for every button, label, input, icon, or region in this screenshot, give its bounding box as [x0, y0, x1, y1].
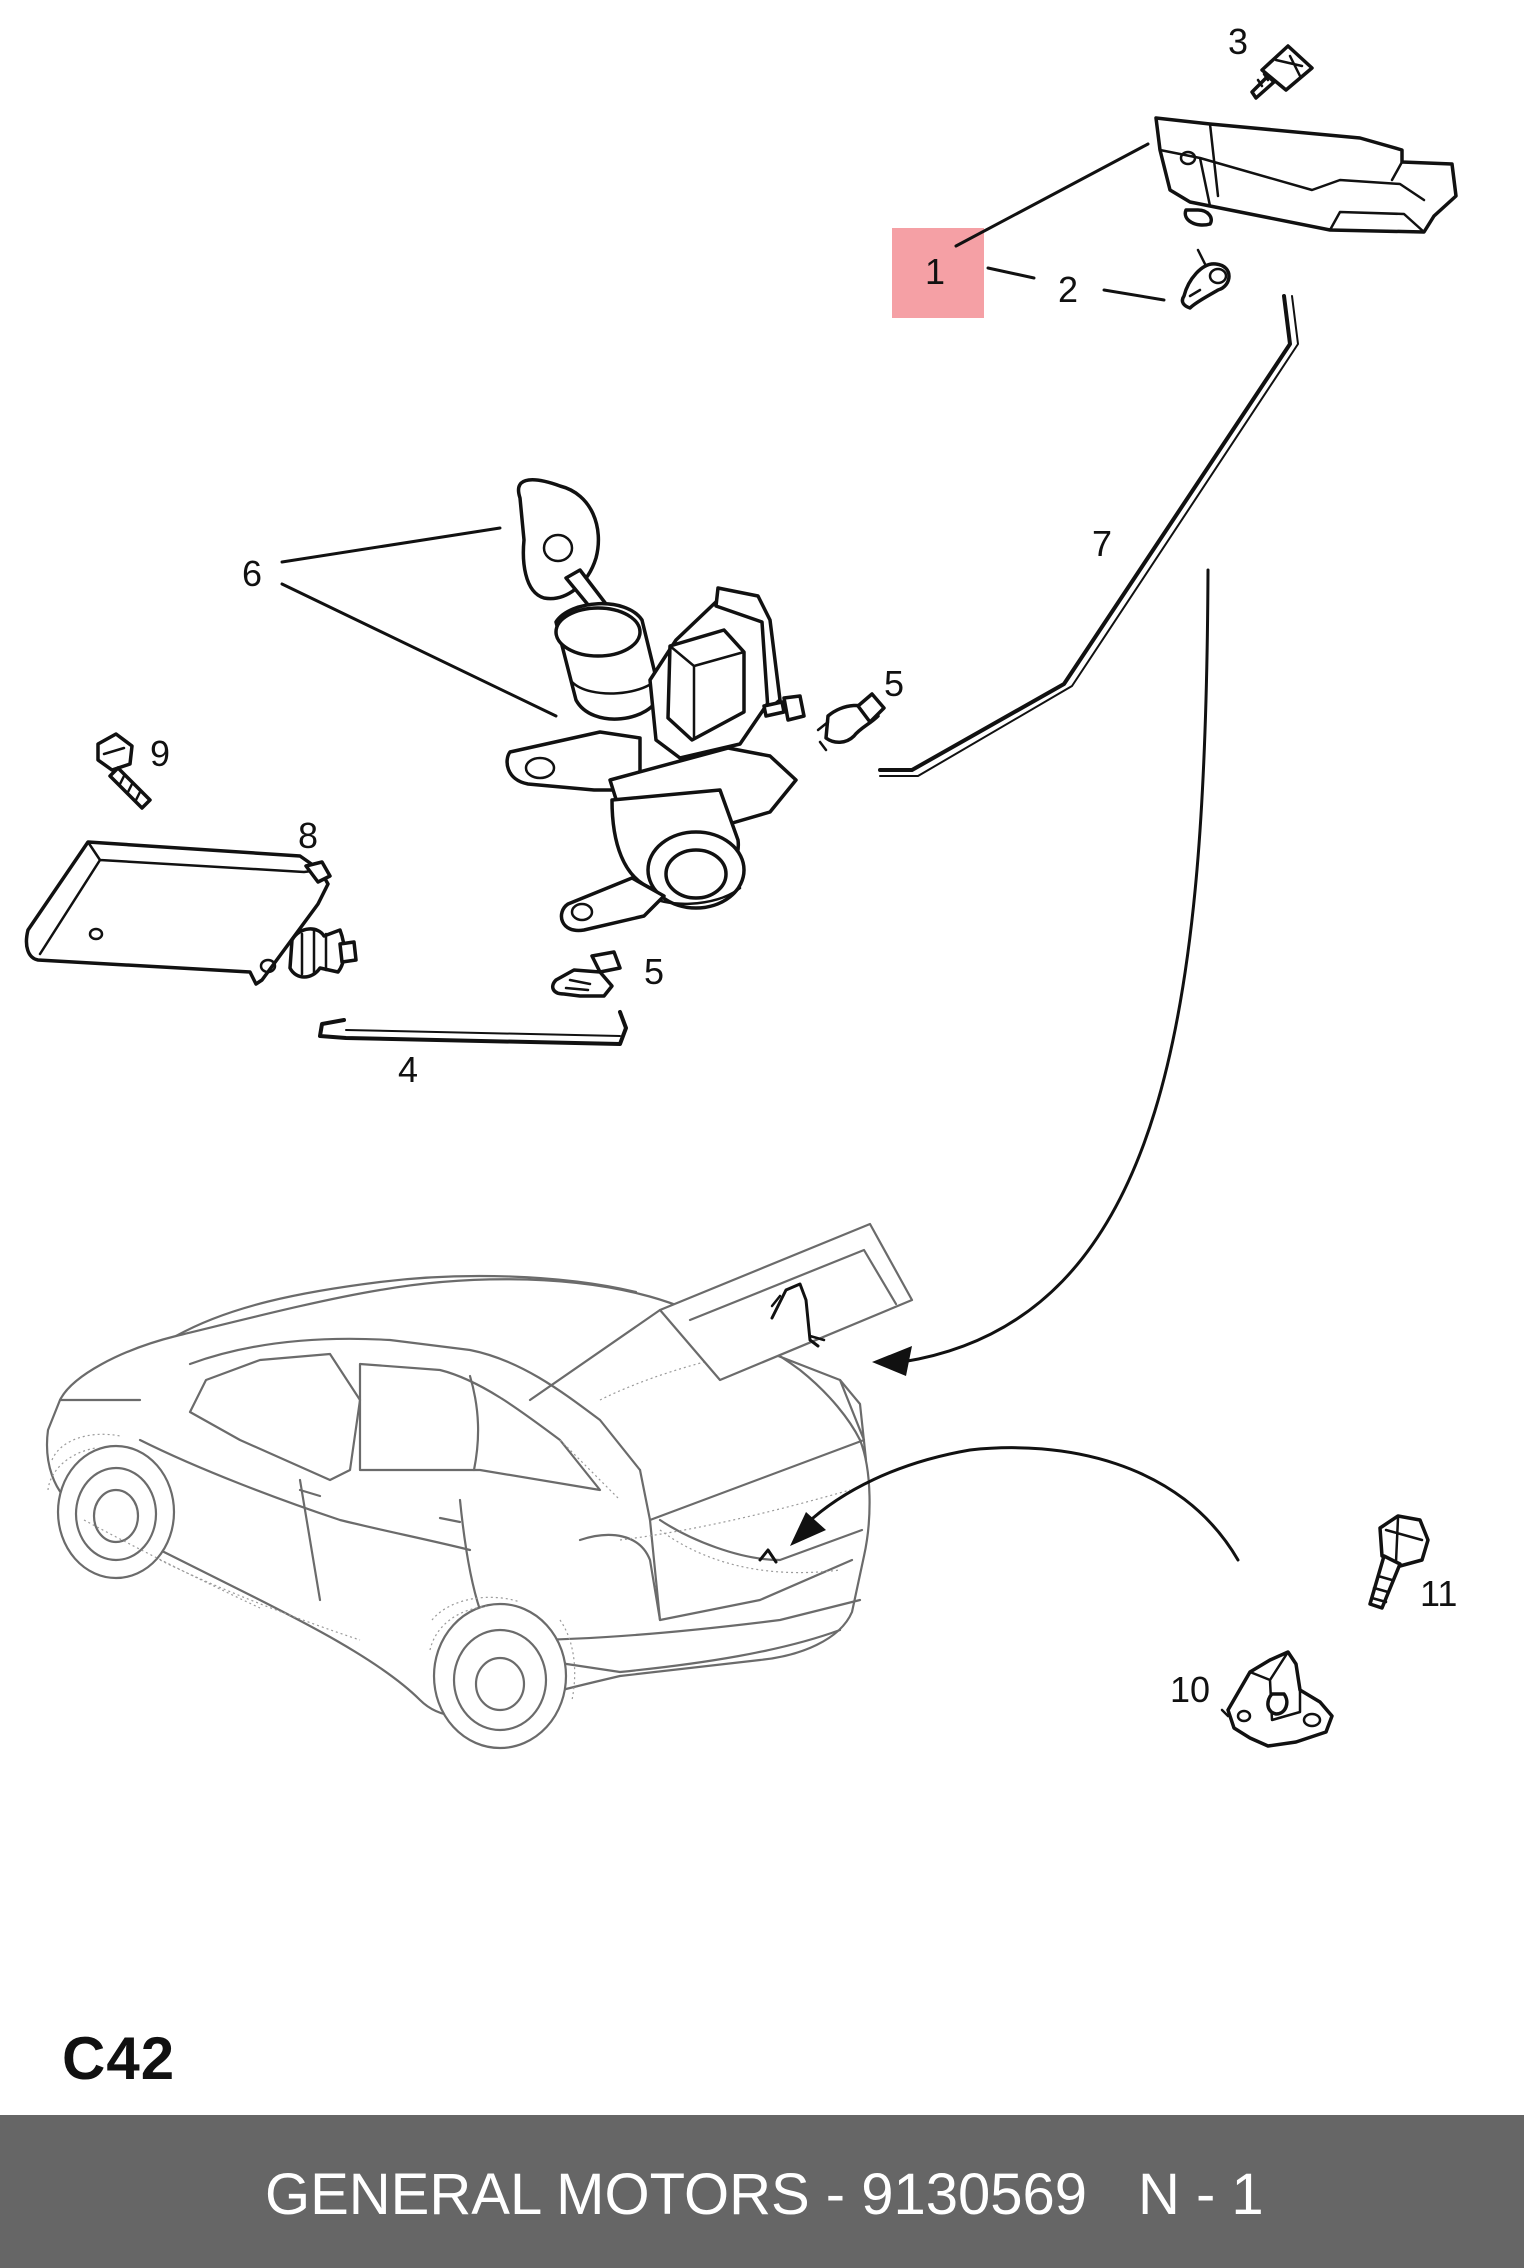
car-illustration — [46, 1222, 914, 1750]
diagram-code: C42 — [62, 2025, 176, 2092]
callout-2: 2 — [1058, 269, 1078, 310]
arrow-to-striker — [798, 1446, 1240, 1562]
bolt-part-9[interactable] — [96, 732, 152, 810]
footer-part-number: GENERAL MOTORS - 9130569 — [265, 2162, 1087, 2227]
leader-1 — [954, 142, 1150, 248]
callout-11: 11 — [1420, 1573, 1457, 1614]
actuator-part-8[interactable] — [24, 840, 358, 986]
clip-part-5-lower[interactable] — [550, 950, 622, 998]
callout-9: 9 — [150, 733, 170, 774]
callout-3: 3 — [1228, 21, 1248, 62]
rod-part-4[interactable] — [318, 1010, 628, 1046]
rod-part-7[interactable] — [878, 294, 1299, 777]
screw-part-3[interactable] — [1250, 44, 1314, 100]
bolt-part-11[interactable] — [1368, 1514, 1430, 1610]
callout-5-upper: 5 — [884, 663, 904, 704]
striker-part-10[interactable] — [1220, 1650, 1334, 1748]
leader-2b — [1102, 288, 1166, 302]
lock-cylinder-part-6[interactable] — [505, 478, 806, 933]
callout-7: 7 — [1092, 523, 1112, 564]
arrow-head-tailgate — [872, 1346, 912, 1376]
callout-5-lower: 5 — [644, 951, 664, 992]
clip-part-5-upper[interactable] — [816, 692, 886, 752]
arrow-head-striker — [790, 1512, 826, 1546]
bracket-part-1[interactable] — [1154, 116, 1458, 234]
callout-1: 1 — [925, 251, 945, 292]
callout-10: 10 — [1170, 1669, 1210, 1710]
callout-6: 6 — [242, 553, 262, 594]
arrow-to-tailgate — [900, 568, 1210, 1364]
callout-4: 4 — [398, 1049, 418, 1090]
footer-bar: GENERAL MOTORS - 9130569 N - 1 — [0, 2115, 1524, 2268]
highlight-box — [892, 228, 984, 318]
clip-part-2[interactable] — [1180, 248, 1231, 310]
leader-2a — [986, 266, 1036, 280]
leader-6a — [280, 526, 502, 564]
footer-quantity: N - 1 — [1138, 2162, 1264, 2227]
leader-6b — [280, 582, 558, 718]
callout-8: 8 — [298, 815, 318, 856]
